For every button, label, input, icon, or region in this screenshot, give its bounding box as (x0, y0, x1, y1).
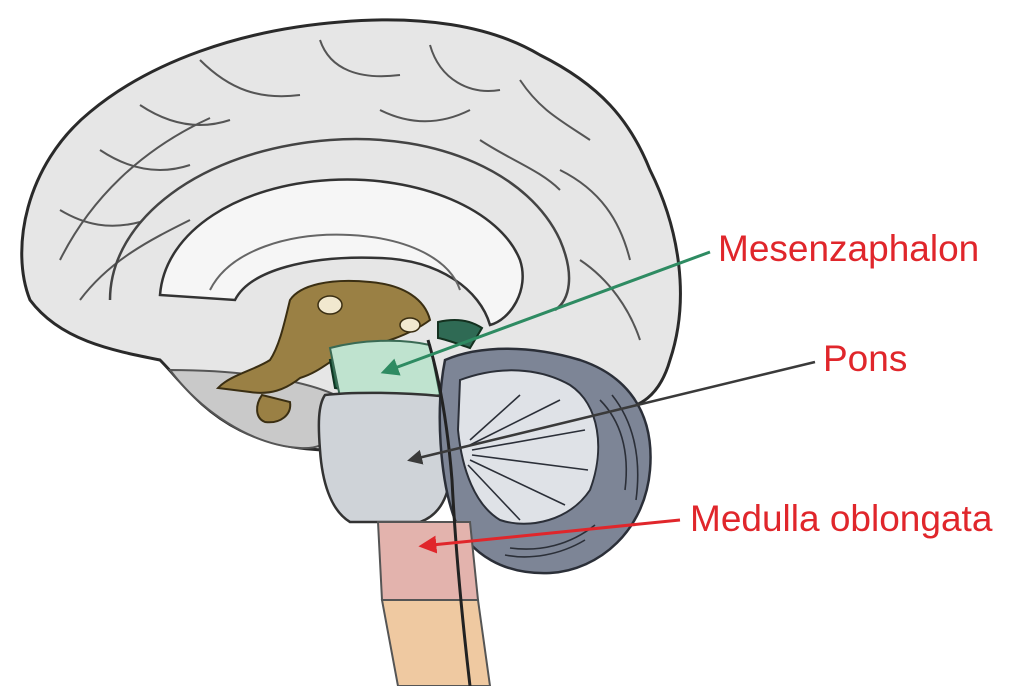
mesencephalon-region (330, 341, 440, 399)
spinal-cord (382, 600, 490, 686)
mesencephalon-label: Mesenzaphalon (718, 230, 979, 267)
medulla-oblongata-label: Medulla oblongata (690, 500, 992, 537)
pons-region (319, 393, 450, 522)
medulla-region (378, 522, 478, 600)
pons-label: Pons (823, 340, 907, 377)
